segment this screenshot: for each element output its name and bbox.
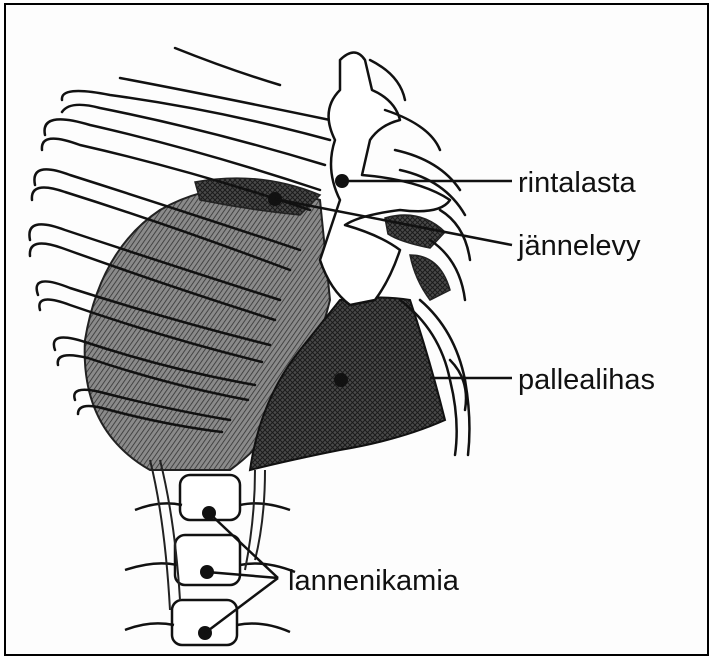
label-lumbar-vertebrae: lannenikamia [288,565,460,597]
diaphragm-marker [334,373,348,387]
label-diaphragm-muscle: pallealihas [518,364,655,396]
label-sternum: rintalasta [518,167,637,199]
lumbar-spine [125,475,295,645]
label-central-tendon: jännelevy [517,230,641,262]
